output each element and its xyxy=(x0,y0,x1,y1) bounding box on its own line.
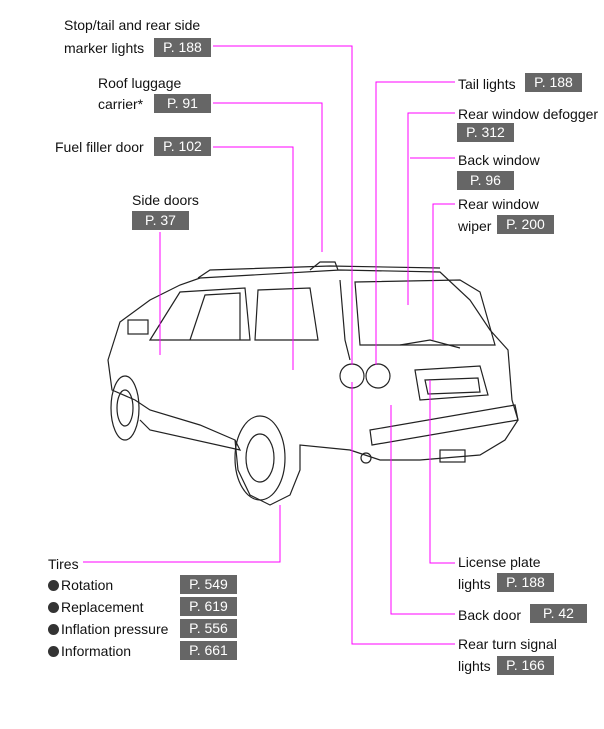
back-window-label: Back window xyxy=(458,152,540,168)
suv-outline xyxy=(107,261,519,506)
tires-item-label: Information xyxy=(61,643,132,659)
bullet-icon xyxy=(48,624,59,635)
license-page-link[interactable]: P. 188 xyxy=(497,573,554,592)
stop-tail-label: Stop/tail and rear side xyxy=(64,17,201,33)
tail-lights-page-link[interactable]: P. 188 xyxy=(525,73,582,92)
tires-item-label: Replacement xyxy=(61,599,144,615)
bullet-icon xyxy=(48,646,59,657)
side-doors-label: Side doors xyxy=(132,192,199,208)
tires-item-label: Inflation pressure xyxy=(61,621,169,637)
tires-replacement-page-link[interactable]: P. 619 xyxy=(180,597,237,616)
tires-item-label: Rotation xyxy=(61,577,114,593)
tires-item: Inflation pressure xyxy=(48,621,168,637)
tires-inflation-page-link[interactable]: P. 556 xyxy=(180,619,237,638)
tires-item: Information xyxy=(48,643,131,659)
back-door-page-link[interactable]: P. 42 xyxy=(530,604,587,623)
bullet-icon xyxy=(48,580,59,591)
tires-information-page-link[interactable]: P. 661 xyxy=(180,641,237,660)
bullet-icon xyxy=(48,602,59,613)
fuel-page-link[interactable]: P. 102 xyxy=(154,137,211,156)
defogger-page-link[interactable]: P. 312 xyxy=(457,123,514,142)
turn-signal-page-link[interactable]: P. 166 xyxy=(497,656,554,675)
wiper-page-link[interactable]: P. 200 xyxy=(497,215,554,234)
tires-label: Tires xyxy=(48,556,79,572)
fuel-label: Fuel filler door xyxy=(55,139,144,155)
stop-tail-label-2: marker lights xyxy=(64,40,145,56)
tires-rotation-page-link[interactable]: P. 549 xyxy=(180,575,237,594)
tires-item: Replacement xyxy=(48,599,144,615)
side-doors-page-link[interactable]: P. 37 xyxy=(132,211,189,230)
leader-lines xyxy=(83,45,455,645)
license-label-2: lights xyxy=(458,576,491,592)
back-window-page-link[interactable]: P. 96 xyxy=(457,171,514,190)
turn-signal-label: Rear turn signal xyxy=(458,636,557,652)
stop-tail-page-link[interactable]: P. 188 xyxy=(154,38,211,57)
license-label: License plate xyxy=(458,554,541,570)
wiper-label-2: wiper xyxy=(458,218,492,234)
roof-page-link[interactable]: P. 91 xyxy=(154,94,211,113)
roof-label-2: carrier* xyxy=(98,96,144,112)
tail-lights-label: Tail lights xyxy=(458,76,516,92)
tires-item: Rotation xyxy=(48,577,113,593)
roof-label: Roof luggage xyxy=(98,75,182,91)
defogger-label: Rear window defogger xyxy=(458,106,599,122)
turn-signal-label-2: lights xyxy=(458,658,491,674)
back-door-label: Back door xyxy=(458,607,522,623)
wiper-label: Rear window xyxy=(458,196,539,212)
